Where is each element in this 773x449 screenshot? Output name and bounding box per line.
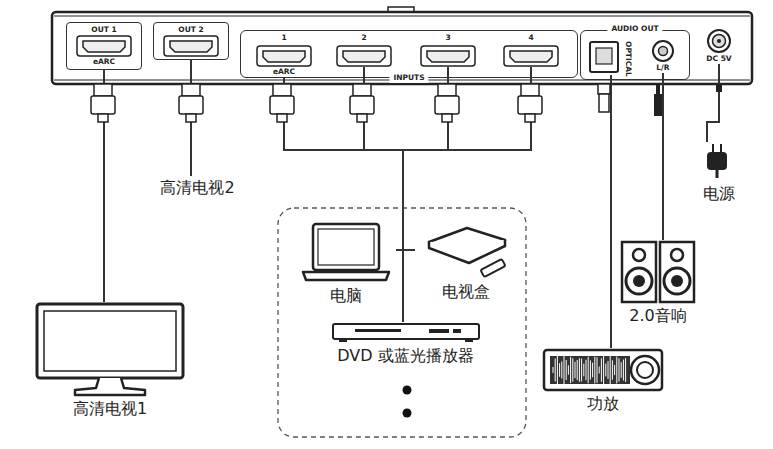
tv-display: 高清电视2 — [122, 176, 273, 198]
port-label: eARC — [67, 57, 141, 67]
port-label: 3 — [441, 33, 454, 43]
port-label: 1 — [277, 33, 290, 43]
power-port: DC 5V — [695, 28, 743, 64]
disc-player: DVD 或蓝光播放器 — [315, 322, 496, 366]
input-group: INPUTS1eARC234 — [240, 30, 578, 78]
optical-icon — [589, 41, 619, 73]
housing-lip — [54, 16, 750, 17]
jack-icon — [651, 39, 675, 63]
port-label: 4 — [524, 33, 537, 43]
device-label: 2.0音响 — [615, 306, 701, 326]
device-label: 高清电视1 — [27, 399, 193, 419]
port-label: OPTICAL — [623, 41, 633, 77]
input-port: 4 — [496, 25, 566, 67]
device-label: 电源 — [690, 184, 748, 204]
port-label: OUT 2 — [154, 25, 228, 35]
tv-box: 电视盒 — [415, 222, 516, 302]
speaker-pair: 2.0音响 — [615, 240, 701, 326]
device-label: 电脑 — [295, 286, 396, 306]
dvd-icon — [331, 322, 481, 344]
optical-port: OPTICAL — [589, 39, 633, 75]
amplifier: 功放 — [535, 348, 671, 414]
hdmi-icon — [256, 45, 312, 67]
hdmi-icon — [163, 35, 219, 57]
port-label: INPUTS — [389, 73, 428, 83]
cable — [707, 64, 719, 142]
cable — [396, 67, 531, 250]
amp-icon — [542, 348, 664, 392]
cable — [403, 67, 531, 250]
device-label: DVD 或蓝光播放器 — [315, 346, 496, 366]
input-port: 1 eARC — [246, 25, 322, 77]
device-label: 功放 — [535, 394, 671, 414]
tv1-icon — [35, 302, 185, 397]
adapter-icon — [699, 142, 739, 182]
tv-display: 高清电视1 — [27, 302, 193, 419]
port-label: 2 — [357, 33, 370, 43]
hdmi-icon — [420, 45, 476, 67]
port-label: eARC — [246, 67, 322, 77]
input-port: 3 — [413, 25, 483, 67]
port-label: AUDIO OUT — [607, 24, 662, 34]
more-dot — [403, 409, 412, 418]
audio-out-group: AUDIO OUTOPTICALL/R — [580, 30, 690, 80]
speakers-icon — [620, 240, 696, 304]
housing-body — [52, 12, 752, 84]
device-label: 高清电视2 — [122, 178, 273, 198]
more-dot — [403, 386, 412, 395]
analog-port: L/R — [640, 39, 686, 73]
hdmi-icon — [76, 35, 132, 57]
output-port: OUT 2 — [153, 22, 229, 60]
cable — [662, 73, 664, 240]
cable — [284, 77, 403, 322]
output-port: OUT 1 eARC — [66, 22, 142, 70]
laptop-icon — [301, 222, 391, 284]
computer: 电脑 — [295, 222, 396, 306]
hdmi-icon — [336, 45, 392, 67]
port-label: L/R — [640, 63, 686, 73]
port-label: OUT 1 — [67, 25, 141, 35]
device-label: 电视盒 — [415, 282, 516, 302]
dc-icon — [706, 28, 732, 54]
cable — [403, 67, 531, 322]
cable — [610, 75, 612, 348]
power-adapter: 电源 — [690, 142, 748, 204]
tvbox-icon — [421, 222, 511, 280]
hdmi-icon — [503, 45, 559, 67]
input-port: 2 — [329, 25, 399, 67]
port-label: DC 5V — [695, 54, 743, 64]
